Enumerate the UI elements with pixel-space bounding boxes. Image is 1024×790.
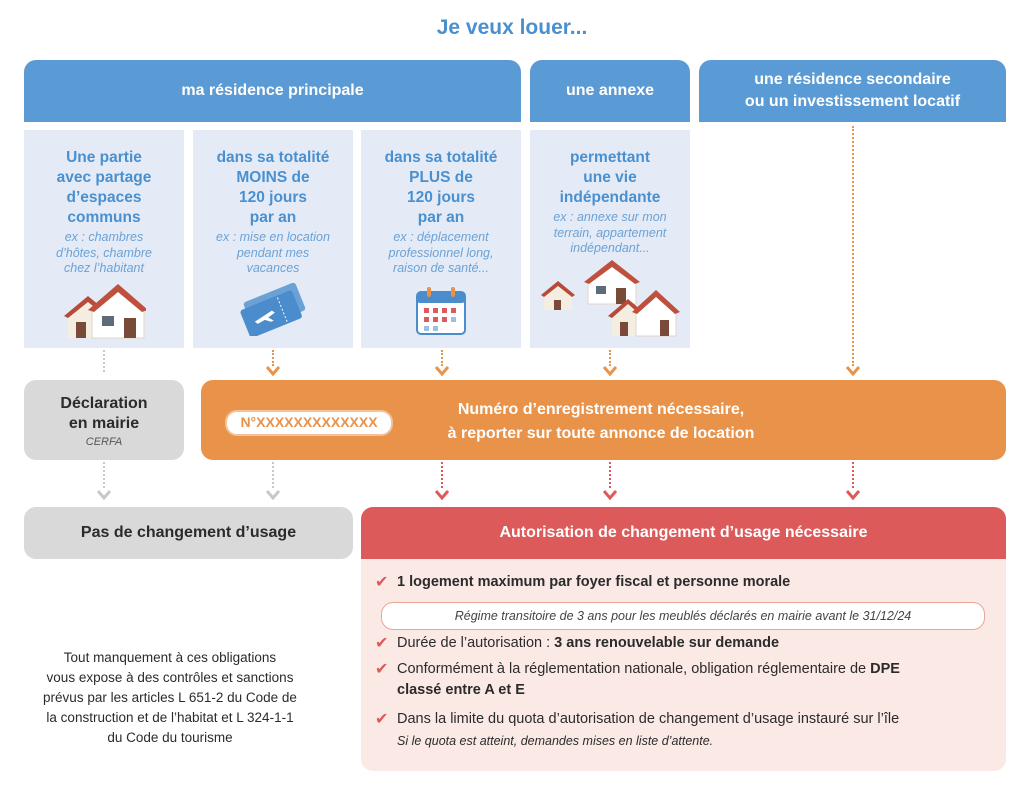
chevron-down-icon — [846, 490, 860, 500]
plane-ticket-icon — [240, 282, 306, 336]
authorization-item-3: Conformément à la réglementation nationa… — [397, 661, 900, 698]
authorization-item-4: Dans la limite du quota d’autorisation d… — [397, 711, 900, 727]
authorization-item-1: 1 logement maximum par foyer fiscal et p… — [397, 574, 791, 590]
chevron-down-icon — [266, 490, 280, 500]
connector-line — [441, 350, 443, 366]
check-icon: ✔ — [375, 711, 389, 728]
footer-notice: Tout manquement à ces obligations vous e… — [43, 650, 297, 745]
registration-number-pill: N°XXXXXXXXXXXXX — [225, 410, 393, 436]
authorization-header: Autorisation de changement d’usage néces… — [361, 507, 1006, 559]
header-residence-principale: ma résidence principale — [24, 60, 521, 122]
header-residence-secondaire: une résidence secondaire ou un investiss… — [699, 60, 1006, 122]
connector-line — [272, 350, 274, 366]
authorization-item-2: Durée de l’autorisation : 3 ans renouvel… — [397, 635, 780, 651]
connector-line — [609, 462, 611, 488]
check-icon: ✔ — [375, 635, 389, 652]
declaration-mairie-box: Déclaration en mairie CERFA — [24, 380, 184, 460]
header-secondaire-line2: ou un investissement locatif — [744, 93, 961, 110]
chevron-down-icon — [603, 490, 617, 500]
connector-line — [852, 462, 854, 488]
declaration-line2: en mairie — [68, 415, 140, 432]
chevron-down-icon — [435, 366, 449, 376]
connector-line — [103, 350, 105, 372]
chevron-down-icon — [435, 490, 449, 500]
page-title: Je veux louer... — [436, 16, 588, 39]
check-icon: ✔ — [375, 661, 389, 678]
authorization-item-4-note: Si le quota est atteint, demandes mises … — [397, 734, 714, 748]
houses-icon — [541, 260, 680, 337]
registration-text: Numéro d’enregistrement nécessaire, à re… — [447, 401, 755, 442]
house-icon — [64, 284, 146, 339]
declaration-cerfa: CERFA — [85, 436, 123, 448]
chevron-down-icon — [266, 366, 280, 376]
registration-box: N°XXXXXXXXXXXXX Numéro d’enregistrement … — [201, 380, 1006, 460]
connector-line — [852, 126, 854, 366]
chevron-down-icon — [603, 366, 617, 376]
connector-line — [103, 462, 105, 488]
header-annexe: une annexe — [530, 60, 690, 122]
connector-line — [609, 350, 611, 366]
no-change-box: Pas de changement d’usage — [24, 507, 353, 559]
chevron-down-icon — [846, 366, 860, 376]
connector-line — [272, 462, 274, 488]
connector-line — [441, 462, 443, 488]
calendar-icon — [416, 287, 466, 335]
transitional-note: Régime transitoire de 3 ans pour les meu… — [381, 602, 985, 630]
declaration-line1: Déclaration — [60, 395, 148, 412]
check-icon: ✔ — [375, 574, 389, 591]
authorization-body: ✔ 1 logement maximum par foyer fiscal et… — [361, 559, 1006, 771]
chevron-down-icon — [97, 490, 111, 500]
header-secondaire-line1: une résidence secondaire — [754, 71, 951, 88]
